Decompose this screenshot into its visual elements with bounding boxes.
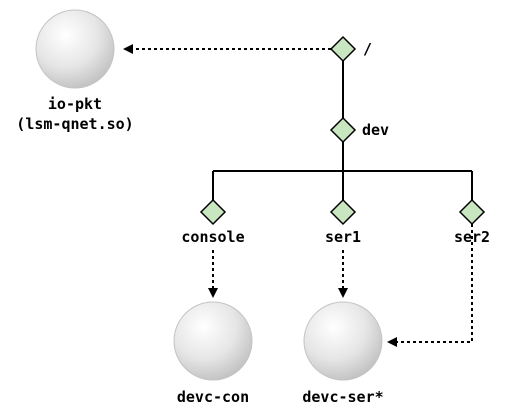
- io-pkt-label: io-pkt: [48, 95, 102, 113]
- resource-managers: [35, 9, 383, 381]
- labels: / dev console ser1 ser2 io-pkt (lsm-qnet…: [16, 40, 490, 406]
- io-pkt-sublabel: (lsm-qnet.so): [16, 115, 133, 133]
- io-pkt-sphere[interactable]: [35, 9, 115, 89]
- node-console-diamond[interactable]: [199, 198, 227, 226]
- node-ser1-label: ser1: [325, 228, 361, 246]
- node-ser1-diamond[interactable]: [329, 198, 357, 226]
- resolution-arrows: [123, 44, 473, 347]
- node-dev-label: dev: [362, 121, 389, 139]
- devc-con-sphere[interactable]: [173, 301, 253, 381]
- pathname-nodes: [199, 35, 486, 226]
- node-ser2-label: ser2: [454, 228, 490, 246]
- tree-connectors: [212, 60, 473, 201]
- node-dev-diamond[interactable]: [329, 116, 357, 144]
- node-root-label: /: [363, 40, 372, 58]
- node-console-label: console: [181, 228, 244, 246]
- devc-ser-sphere[interactable]: [303, 301, 383, 381]
- node-root-diamond[interactable]: [329, 35, 357, 63]
- devc-con-label: devc-con: [177, 388, 249, 406]
- devc-ser-label: devc-ser*: [302, 388, 383, 406]
- node-ser2-diamond[interactable]: [458, 198, 486, 226]
